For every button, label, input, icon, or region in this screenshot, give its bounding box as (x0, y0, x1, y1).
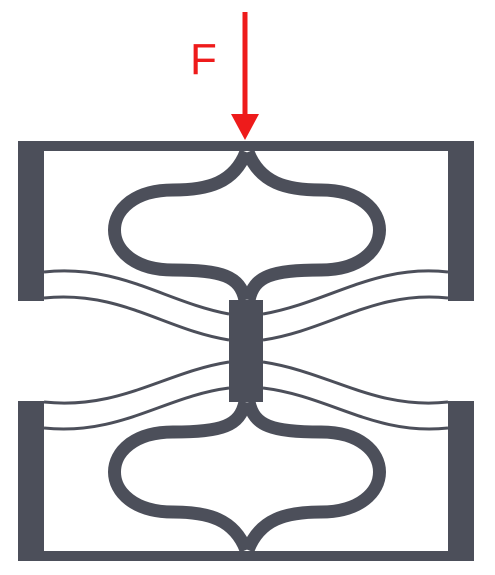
force-arrow (231, 12, 259, 140)
top-left-pad (18, 141, 44, 301)
bottom-right-pad (448, 401, 474, 561)
upper-beams (43, 269, 449, 342)
top-right-pad (448, 141, 474, 301)
lower-lobe (108, 400, 386, 553)
lower-beams (43, 360, 449, 431)
force-label: F (190, 35, 217, 84)
structure (18, 141, 474, 561)
upper-lobe (108, 149, 386, 302)
central-block (229, 300, 263, 402)
bottom-left-pad (18, 401, 44, 561)
force-arrowhead (231, 114, 259, 140)
